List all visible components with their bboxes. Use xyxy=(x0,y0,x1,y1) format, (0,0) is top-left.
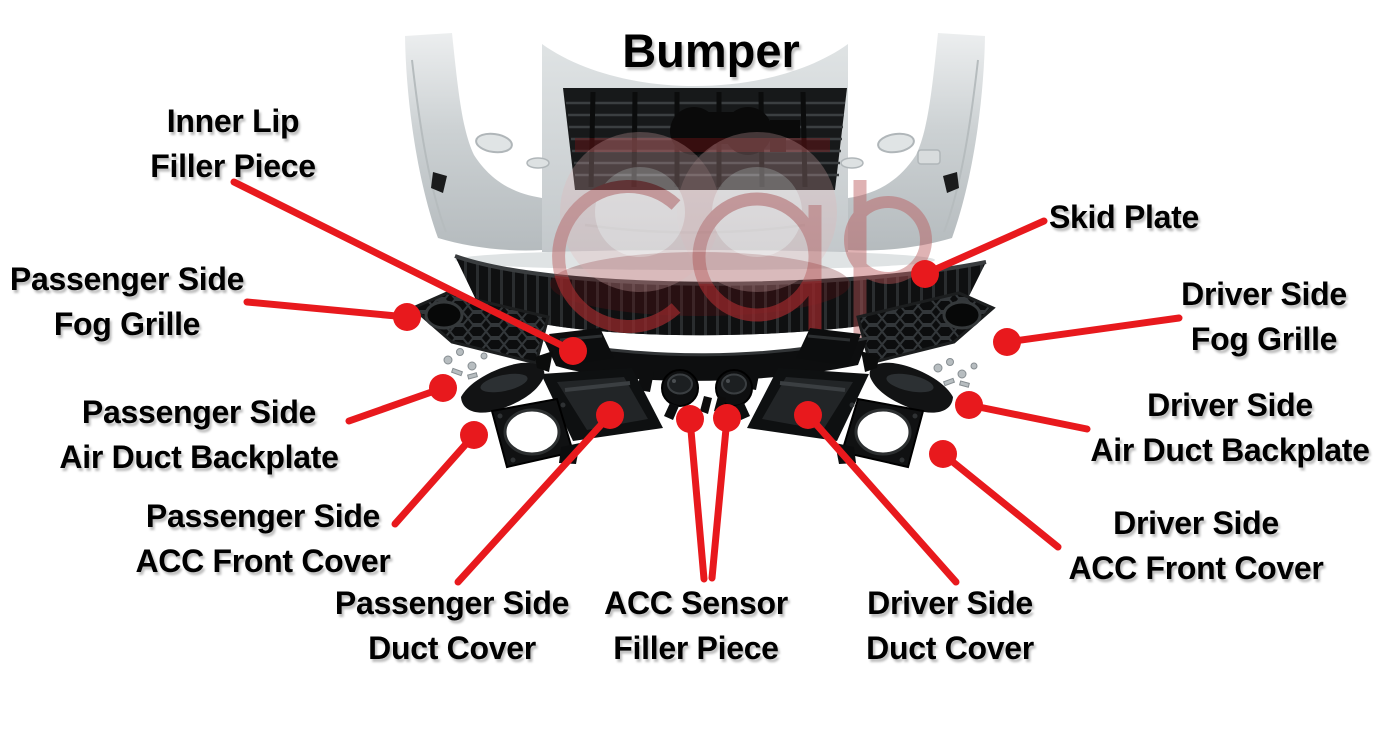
passenger-side-duct-cover-dot xyxy=(596,401,624,429)
label-line: ACC Front Cover xyxy=(135,543,391,579)
bumper-left-corner xyxy=(405,33,542,251)
label-line: Fog Grille xyxy=(1190,321,1338,357)
passenger-side-duct-cover-leader-line xyxy=(454,411,614,586)
label-line: Filler Piece xyxy=(613,630,779,666)
bumper-grille xyxy=(563,88,847,190)
bumper-vent-notch-left xyxy=(431,172,447,193)
passenger-side-air-duct-backplate-dot xyxy=(429,374,457,402)
acc-sensor-filler-piece-dot xyxy=(713,404,741,432)
driver-side-air-duct-backplate-leader-line xyxy=(965,401,1091,433)
driver-air-duct-backplate-part xyxy=(861,351,953,413)
label-line: Driver Side xyxy=(1113,505,1279,541)
bumper-crease-right xyxy=(943,59,979,233)
label-line: Duct Cover xyxy=(368,630,536,666)
page-title: Bumper xyxy=(622,24,800,77)
bumper-crease-left xyxy=(411,59,447,233)
passenger-air-duct-backplate-part xyxy=(461,351,553,413)
bumper-bottom-shadow xyxy=(455,250,935,270)
label-line: Passenger Side xyxy=(334,585,570,621)
driver-side-duct-cover-leader-line xyxy=(804,411,960,586)
label-line: Driver Side xyxy=(1181,276,1347,312)
label-skid-plate: Skid Plate xyxy=(1049,195,1199,240)
passenger-side-fog-grille-leader-line xyxy=(243,298,411,321)
sensor-recess-left xyxy=(526,157,550,169)
label-line: Driver Side xyxy=(867,585,1033,621)
label-line: Driver Side xyxy=(1147,387,1313,423)
driver-side-air-duct-backplate-dot xyxy=(955,391,983,419)
driver-side-fog-grille-dot xyxy=(993,328,1021,356)
passenger-fog-grille-part xyxy=(410,291,550,365)
label-line: Passenger Side xyxy=(145,498,381,534)
watermark-logo xyxy=(552,132,932,340)
grille-bracket-cutout xyxy=(770,120,800,152)
passenger-side-fog-grille-dot xyxy=(393,303,421,331)
headlight-washer-recess-left xyxy=(475,132,513,154)
headlight-washer-recess-right xyxy=(877,132,915,154)
driver-side-acc-front-cover-leader-line xyxy=(939,450,1062,551)
sensor-bracket-left xyxy=(700,396,712,414)
grille-center-cutout xyxy=(704,112,754,144)
acc-sensor-filler-piece-leader-line xyxy=(686,415,708,583)
acc-sensor-left xyxy=(661,369,699,420)
tow-hook-cover xyxy=(917,149,941,165)
label-line: ACC Front Cover xyxy=(1068,550,1324,586)
inner-lip-filler-piece-leader-line xyxy=(230,178,577,355)
passenger-side-acc-front-cover-dot xyxy=(460,421,488,449)
label-line: Filler Piece xyxy=(150,148,316,184)
bumper-vent-notch-right xyxy=(943,172,959,193)
hardware-kit-passenger xyxy=(443,348,488,380)
label-line: Fog Grille xyxy=(53,306,201,342)
passenger-side-air-duct-backplate-leader-line xyxy=(345,384,447,425)
acc-sensor-right xyxy=(715,369,753,420)
skid-plate-dot xyxy=(911,260,939,288)
watermark-tint-grille xyxy=(575,138,830,152)
label-line: Duct Cover xyxy=(866,630,1034,666)
driver-side-fog-grille-leader-line xyxy=(1003,314,1183,346)
label-line: ACC Sensor xyxy=(604,585,788,621)
sensor-recess-right xyxy=(840,157,864,169)
hardware-kit-driver xyxy=(933,358,978,388)
acc-sensor-filler-piece-leader-line xyxy=(708,414,731,582)
acc-sensor-filler-piece-dot xyxy=(676,405,704,433)
label-line: Air Duct Backplate xyxy=(1090,432,1370,468)
label-line: Passenger Side xyxy=(81,394,317,430)
bumper-lower-seam xyxy=(584,223,806,234)
driver-side-duct-cover-dot xyxy=(794,401,822,429)
passenger-side-acc-front-cover-leader-line xyxy=(391,431,478,528)
driver-fog-grille-part xyxy=(856,291,996,365)
skid-plate-leader-line xyxy=(921,217,1048,278)
bumper-right-corner xyxy=(848,33,985,251)
label-line: Passenger Side xyxy=(9,261,245,297)
bumper-image xyxy=(405,33,985,270)
driver-side-acc-front-cover-dot xyxy=(929,440,957,468)
inner-lip-filler-piece-dot xyxy=(559,337,587,365)
label-line: Air Duct Backplate xyxy=(59,439,339,475)
label-line: Inner Lip xyxy=(166,103,300,139)
label-line: Skid Plate xyxy=(1049,199,1199,235)
